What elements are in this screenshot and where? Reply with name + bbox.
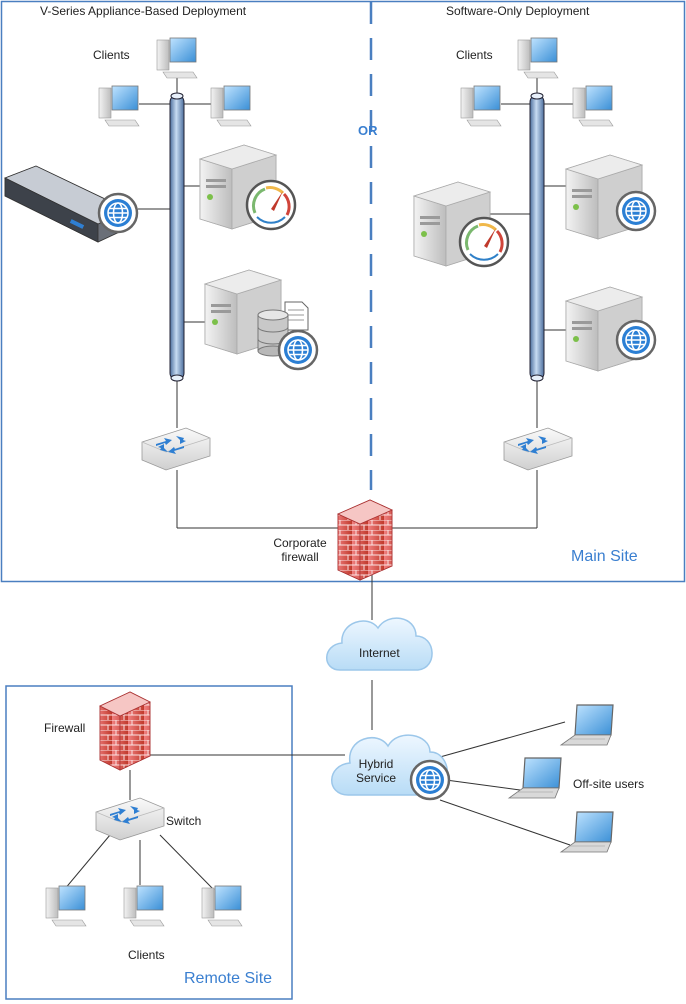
desktop-computer-icon <box>210 85 252 127</box>
switch-icon <box>95 797 165 841</box>
globe-badge-icon <box>615 319 657 361</box>
desktop-computer-icon <box>572 85 614 127</box>
laptop-icon <box>560 704 614 746</box>
switch-icon <box>503 427 573 471</box>
gauge-badge-icon <box>458 216 510 268</box>
desktop-computer-icon <box>123 885 165 927</box>
globe-badge-icon <box>97 192 139 234</box>
desktop-computer-icon <box>201 885 243 927</box>
desktop-computer-icon <box>460 85 502 127</box>
right-deployment-title: Software-Only Deployment <box>446 4 590 18</box>
laptop-icon <box>508 757 562 799</box>
main-site-frame <box>0 0 686 583</box>
desktop-computer-icon <box>156 37 198 79</box>
globe-badge-icon <box>615 190 657 232</box>
laptop-icon <box>560 811 614 853</box>
desktop-computer-icon <box>45 885 87 927</box>
globe-badge-icon <box>277 329 319 371</box>
left-deployment-title: V-Series Appliance-Based Deployment <box>40 4 247 18</box>
left-clients-label: Clients <box>93 48 130 62</box>
cloud-icon <box>326 617 433 671</box>
gauge-badge-icon <box>245 179 297 231</box>
desktop-computer-icon <box>517 37 559 79</box>
remote-clients-label: Clients <box>128 948 165 962</box>
hybrid-service-label: Hybrid Service <box>355 757 396 785</box>
remote-firewall-label: Firewall <box>44 721 86 735</box>
remote-site-frame <box>5 685 293 1000</box>
main-site-label: Main Site <box>571 548 638 565</box>
right-backbone-pipe <box>529 92 545 382</box>
network-links <box>63 73 575 891</box>
globe-badge-icon <box>409 759 451 801</box>
remote-site-label: Remote Site <box>184 970 273 987</box>
firewall-icon <box>337 499 393 581</box>
document-icon <box>284 301 309 331</box>
or-label: OR <box>358 123 378 138</box>
desktop-computer-icon <box>98 85 140 127</box>
left-backbone-pipe <box>169 92 185 382</box>
remote-switch-label: Switch <box>166 814 202 828</box>
switch-icon <box>141 427 211 471</box>
appliance-icon <box>4 165 129 243</box>
firewall-icon <box>99 691 151 771</box>
corporate-firewall-label: Corporate firewall <box>273 536 327 564</box>
offsite-users-label: Off-site users <box>573 777 645 791</box>
right-clients-label: Clients <box>456 48 493 62</box>
internet-label: Internet <box>359 646 400 660</box>
